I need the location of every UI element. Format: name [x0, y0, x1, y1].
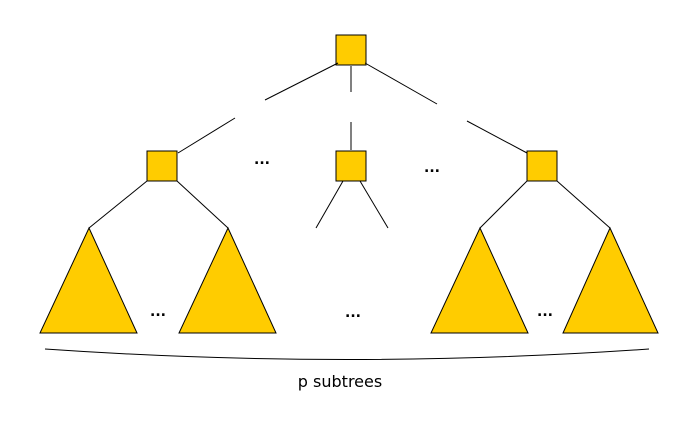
middle-edge-right: [359, 180, 389, 229]
subtrees-brace: [44, 348, 650, 360]
subtree-triangle-2: [178, 226, 277, 334]
root-edge-left-lower: [177, 117, 236, 154]
child-node-left: [146, 150, 178, 182]
left-edge-to-subtree-2: [176, 180, 229, 229]
left-edge-to-subtree-1: [88, 180, 148, 229]
ellipsis-level2-left: ...: [254, 152, 270, 168]
ellipsis-subtrees-right: ...: [537, 304, 553, 320]
root-node: [335, 34, 367, 66]
subtree-triangle-1: [39, 226, 138, 334]
subtree-triangle-4: [562, 226, 659, 334]
right-edge-to-subtree-4: [556, 180, 611, 229]
subtree-triangle-3: [430, 226, 529, 334]
child-node-right: [526, 150, 558, 182]
ellipsis-level2-right: ...: [424, 160, 440, 176]
ellipsis-subtrees-middle: ...: [345, 305, 361, 321]
subtrees-caption: p subtrees: [298, 372, 382, 391]
right-edge-to-subtree-3: [479, 180, 528, 229]
root-edge-right-upper: [364, 62, 438, 105]
root-edge-right-lower: [466, 120, 528, 154]
root-edge-left-upper: [264, 62, 339, 101]
ellipsis-subtrees-left: ...: [150, 304, 166, 320]
child-node-middle: [335, 150, 367, 182]
middle-edge-left: [315, 180, 344, 229]
